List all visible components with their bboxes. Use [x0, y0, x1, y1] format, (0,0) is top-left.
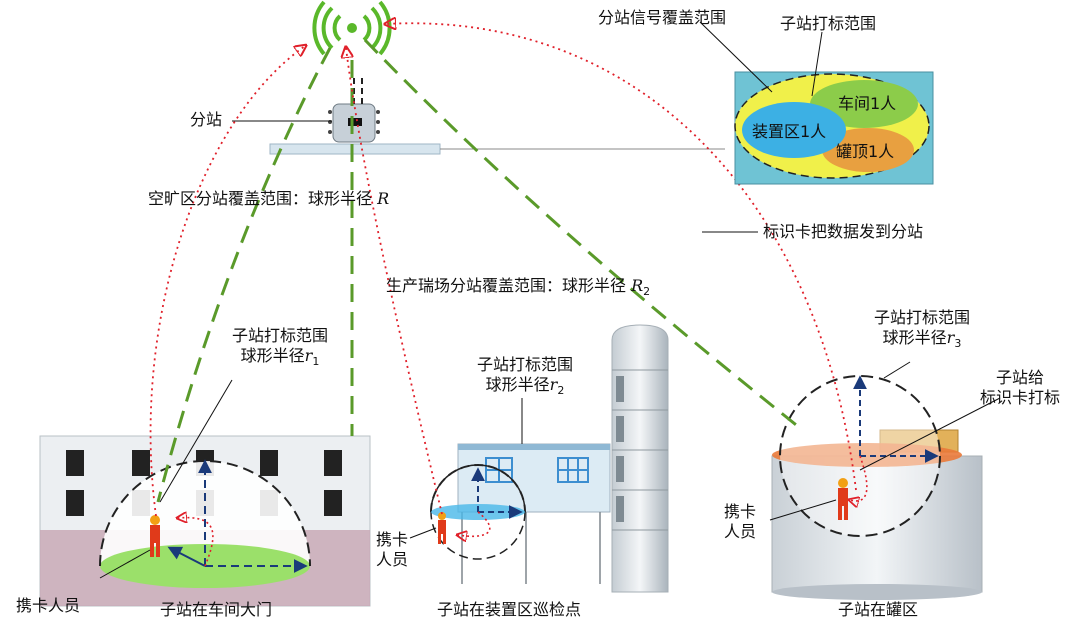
leader-person-1 — [99, 549, 151, 579]
scene1-range-label: 子站打标范围 球形半径r1 — [231, 326, 328, 369]
antenna-icon — [312, 0, 392, 56]
scene3-marker-label: 子站给 标识卡打标 — [979, 368, 1060, 407]
scene2-person-label: 携卡 人员 — [376, 530, 409, 569]
scene3-range-label: 子站打标范围 球形半径r3 — [873, 308, 970, 351]
coverage-lines — [156, 38, 801, 503]
substation-device — [269, 78, 725, 155]
device-area-structure — [430, 324, 669, 593]
legend-workshop-label: 车间1人 — [838, 94, 897, 113]
legend-device-area-label: 装置区1人 — [752, 122, 827, 141]
leader-range-3 — [883, 361, 911, 379]
person-workshop — [150, 515, 160, 557]
legend-sub-range-label: 子站打标范围 — [780, 14, 877, 33]
scene2-caption: 子站在装置区巡检点 — [437, 600, 582, 619]
legend-tank-top-label: 罐顶1人 — [836, 142, 895, 161]
leader-person-2 — [409, 527, 437, 539]
leader-person-3 — [769, 499, 837, 521]
scene3-caption: 子站在罐区 — [838, 600, 919, 619]
scene1-person-label: 携卡人员 — [16, 596, 81, 615]
data-send-label: 标识卡把数据发到分站 — [763, 222, 924, 241]
station-label: 分站 — [190, 110, 223, 129]
scene1-caption: 子站在车间大门 — [160, 600, 273, 619]
scene3-person-label: 携卡 人员 — [724, 502, 757, 541]
coverage-legend — [699, 21, 934, 185]
coverage-open-label: 空旷区分站覆盖范围：球形半径 R — [148, 189, 390, 208]
scene2-range-label: 子站打标范围 球形半径r2 — [476, 355, 573, 398]
person-device-area — [438, 512, 446, 544]
legend-signal-range-label: 分站信号覆盖范围 — [598, 8, 727, 27]
person-tank — [838, 478, 848, 520]
coverage-plant-label: 生产瑞场分站覆盖范围：球形半径 R2 — [386, 276, 651, 299]
leader-marker — [859, 397, 1001, 471]
tank-structure — [771, 375, 983, 600]
data-paths — [149, 23, 857, 517]
workshop-building — [39, 435, 371, 607]
leader-range-1 — [159, 379, 233, 503]
